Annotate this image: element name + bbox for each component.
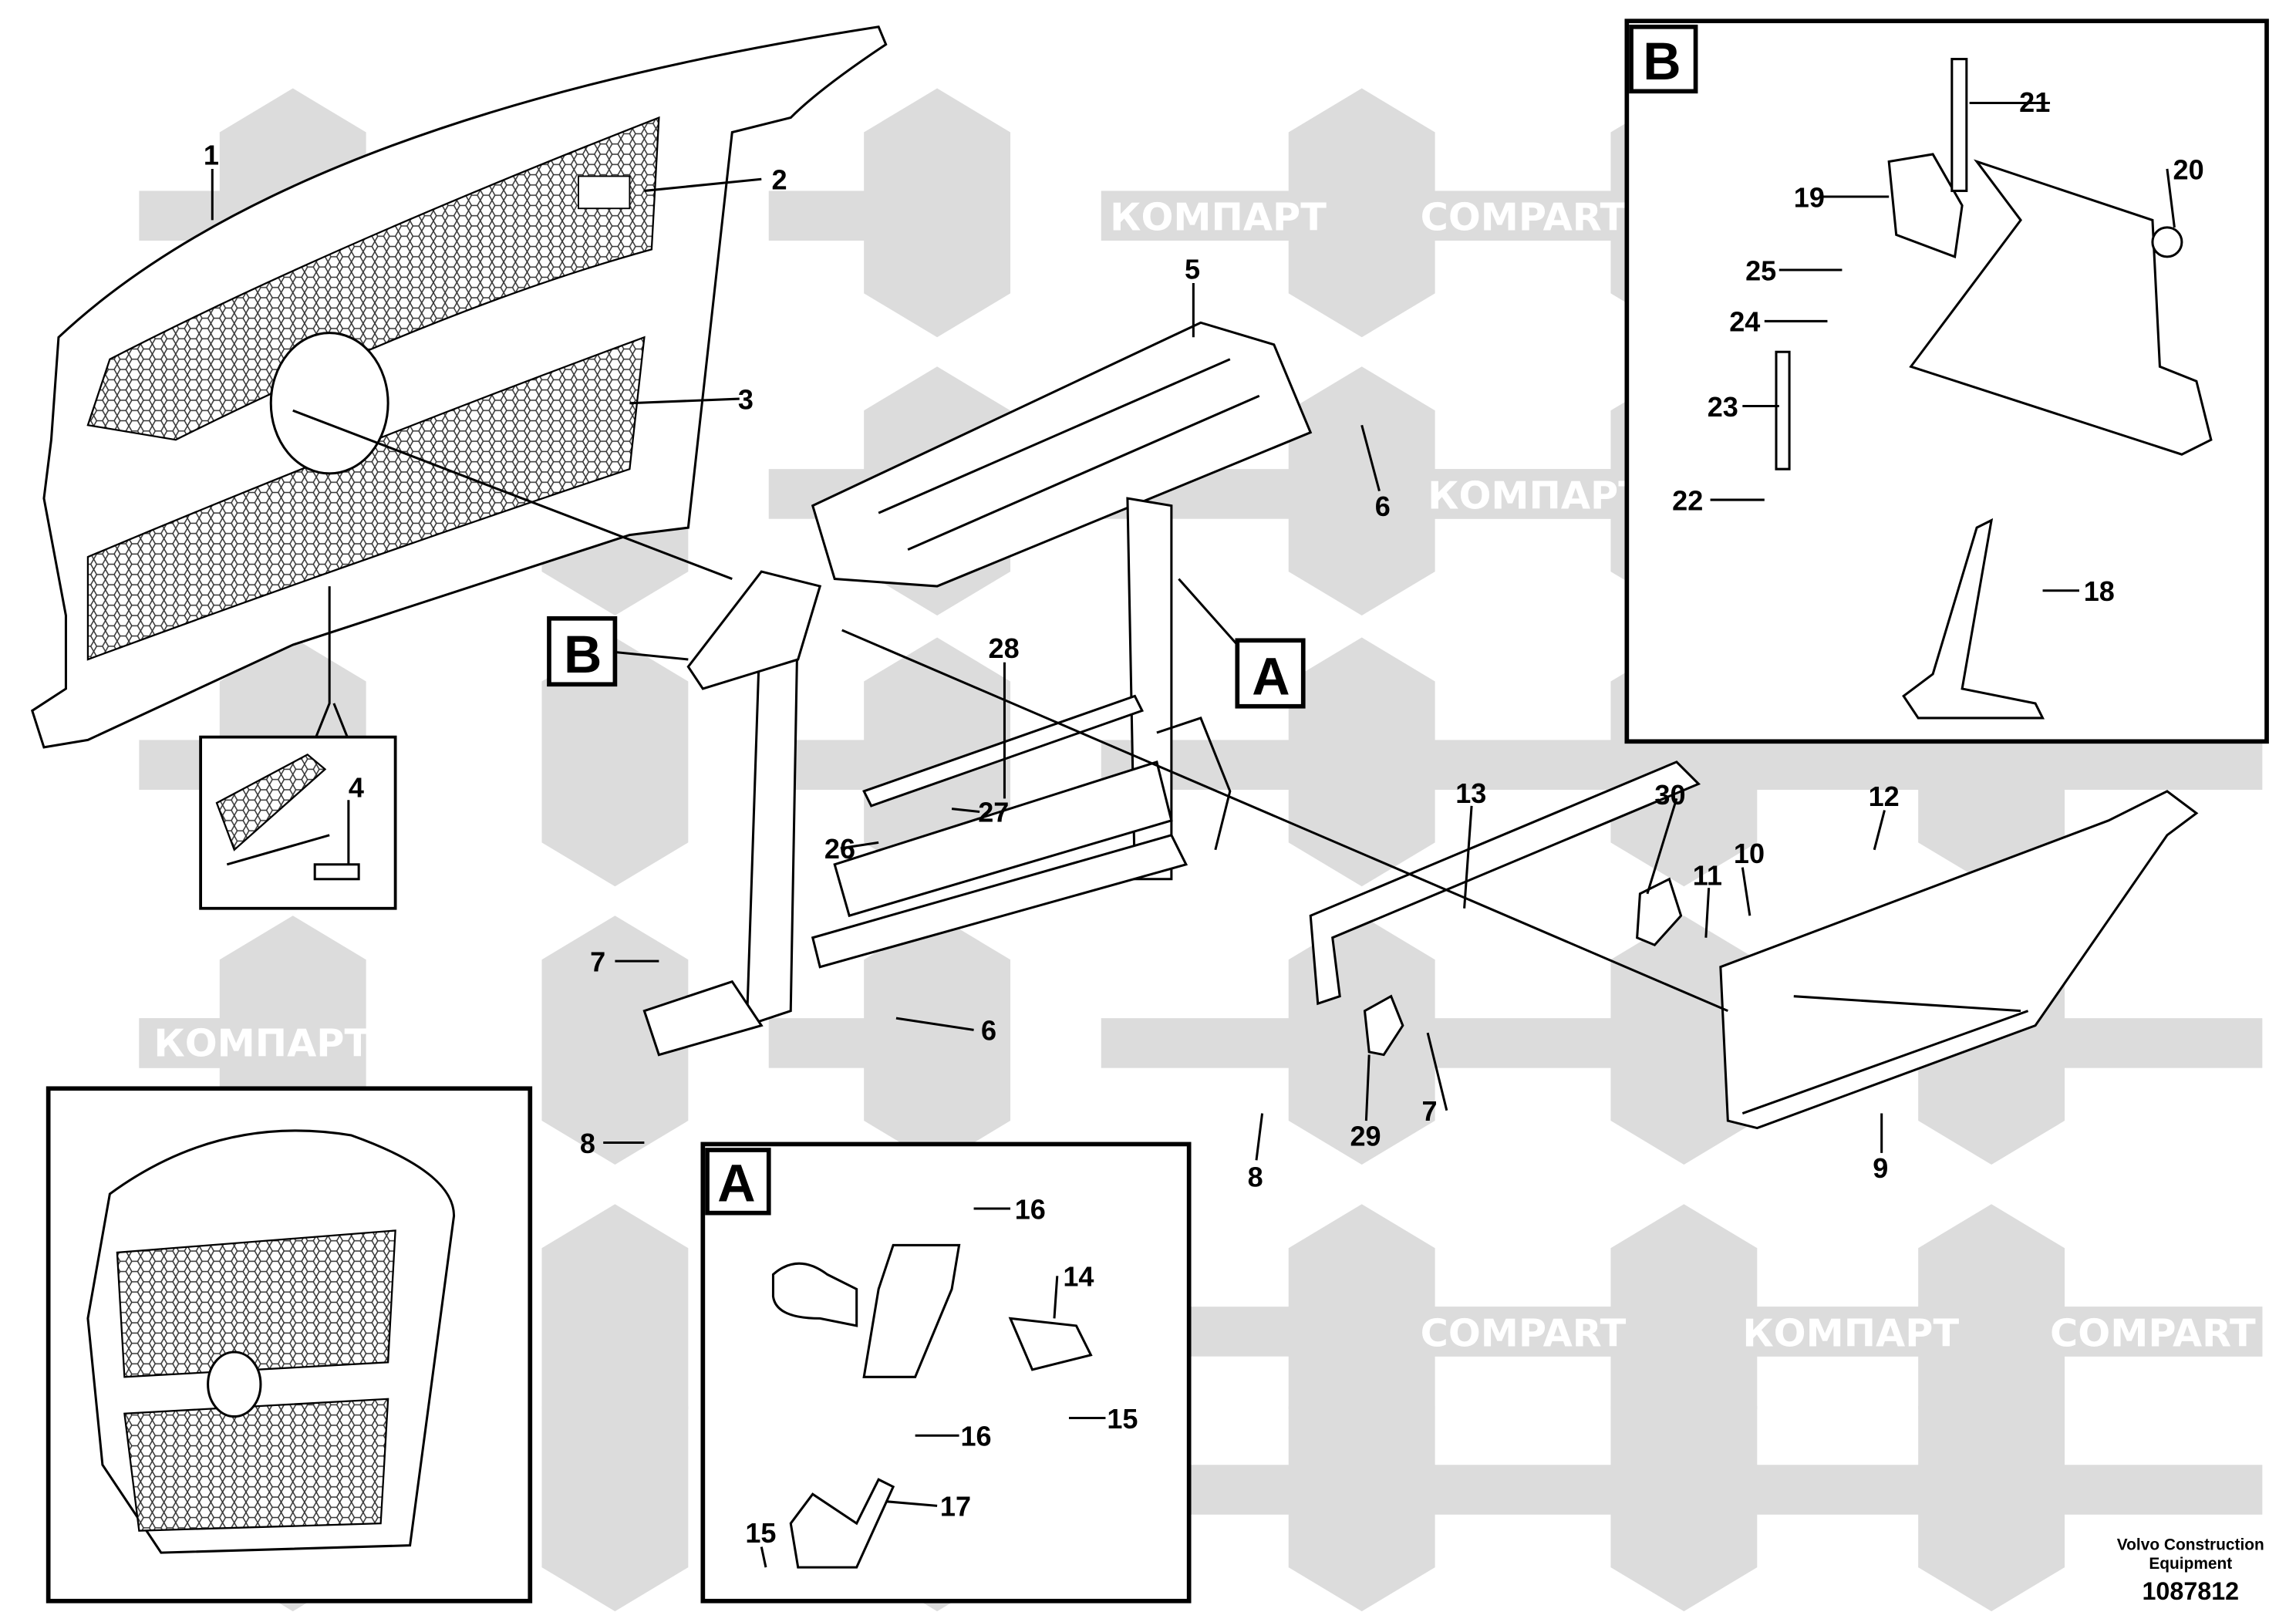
svg-text:15: 15 <box>1107 1403 1138 1435</box>
svg-text:A: A <box>717 1154 755 1212</box>
bracket-29 <box>1363 994 1404 1057</box>
drawing-number: 1087812 <box>2142 1577 2239 1605</box>
part-labels: 1 2 3 4 5 6 6 7 7 8 8 9 10 11 12 13 14 1… <box>204 86 2204 1549</box>
step-frame-assembly <box>642 321 1313 1057</box>
svg-text:17: 17 <box>940 1491 971 1523</box>
svg-text:21: 21 <box>2019 86 2050 118</box>
svg-text:COMPART: COMPART <box>1421 195 1627 240</box>
svg-text:23: 23 <box>1708 391 1738 423</box>
svg-text:29: 29 <box>1350 1120 1381 1152</box>
front-grille-panel <box>30 25 888 749</box>
svg-text:9: 9 <box>1873 1152 1888 1184</box>
svg-text:5: 5 <box>1185 253 1200 285</box>
svg-text:22: 22 <box>1672 484 1703 516</box>
svg-text:B: B <box>564 626 602 684</box>
svg-text:30: 30 <box>1654 779 1685 811</box>
callout-tag-a: A <box>1235 638 1306 709</box>
bracket-30 <box>1636 877 1683 947</box>
ladder-assembly <box>1719 790 2199 1130</box>
svg-text:КОМПАРТ: КОМПАРТ <box>1742 1310 1959 1355</box>
brand-line-2: Equipment <box>2149 1555 2232 1573</box>
svg-text:8: 8 <box>1248 1161 1263 1192</box>
svg-text:28: 28 <box>989 632 1020 664</box>
svg-text:6: 6 <box>1375 491 1391 522</box>
leader-lines <box>211 168 1886 1161</box>
svg-text:12: 12 <box>1869 781 1900 812</box>
svg-text:20: 20 <box>2173 153 2204 185</box>
svg-text:16: 16 <box>1015 1193 1046 1225</box>
detail-inset-a: A <box>700 1141 1192 1603</box>
svg-text:КОМПАРТ: КОМПАРТ <box>153 1021 370 1066</box>
callout-tag-b: B <box>547 615 618 687</box>
drawing-footer: Volvo Construction Equipment 1087812 <box>2117 1536 2264 1605</box>
svg-text:COMPART: COMPART <box>1421 1310 1627 1355</box>
svg-text:4: 4 <box>349 771 364 803</box>
svg-text:27: 27 <box>978 797 1009 828</box>
watermark-text: КОМПАРТ COMPART КОМПАРТ КОМПАРТ COMPART … <box>153 195 2256 1356</box>
svg-text:26: 26 <box>824 833 855 865</box>
svg-text:A: A <box>1252 648 1290 706</box>
svg-text:7: 7 <box>590 946 605 977</box>
svg-text:25: 25 <box>1745 255 1776 286</box>
svg-text:11: 11 <box>1693 859 1722 891</box>
svg-text:3: 3 <box>738 383 754 415</box>
detail-mesh-box <box>199 735 397 910</box>
svg-text:16: 16 <box>960 1421 991 1452</box>
svg-text:18: 18 <box>2084 575 2115 607</box>
svg-text:КОМПАРТ: КОМПАРТ <box>1428 473 1644 518</box>
svg-text:13: 13 <box>1455 777 1486 809</box>
overview-inset <box>46 1086 533 1603</box>
brand-line-1: Volvo Construction <box>2117 1536 2264 1553</box>
svg-text:10: 10 <box>1734 838 1765 869</box>
svg-text:КОМПАРТ: КОМПАРТ <box>1110 195 1327 240</box>
svg-text:7: 7 <box>1422 1095 1438 1127</box>
svg-text:15: 15 <box>745 1517 776 1549</box>
step-plate <box>1309 760 1701 1006</box>
svg-text:6: 6 <box>981 1015 996 1047</box>
svg-text:24: 24 <box>1729 306 1760 338</box>
svg-text:B: B <box>1643 32 1681 91</box>
svg-text:8: 8 <box>580 1128 595 1159</box>
svg-text:14: 14 <box>1063 1261 1094 1293</box>
svg-text:COMPART: COMPART <box>2050 1310 2256 1355</box>
detail-inset-b: B <box>1624 19 2269 744</box>
svg-text:1: 1 <box>204 139 219 170</box>
svg-text:2: 2 <box>772 164 787 196</box>
svg-text:19: 19 <box>1794 181 1825 213</box>
